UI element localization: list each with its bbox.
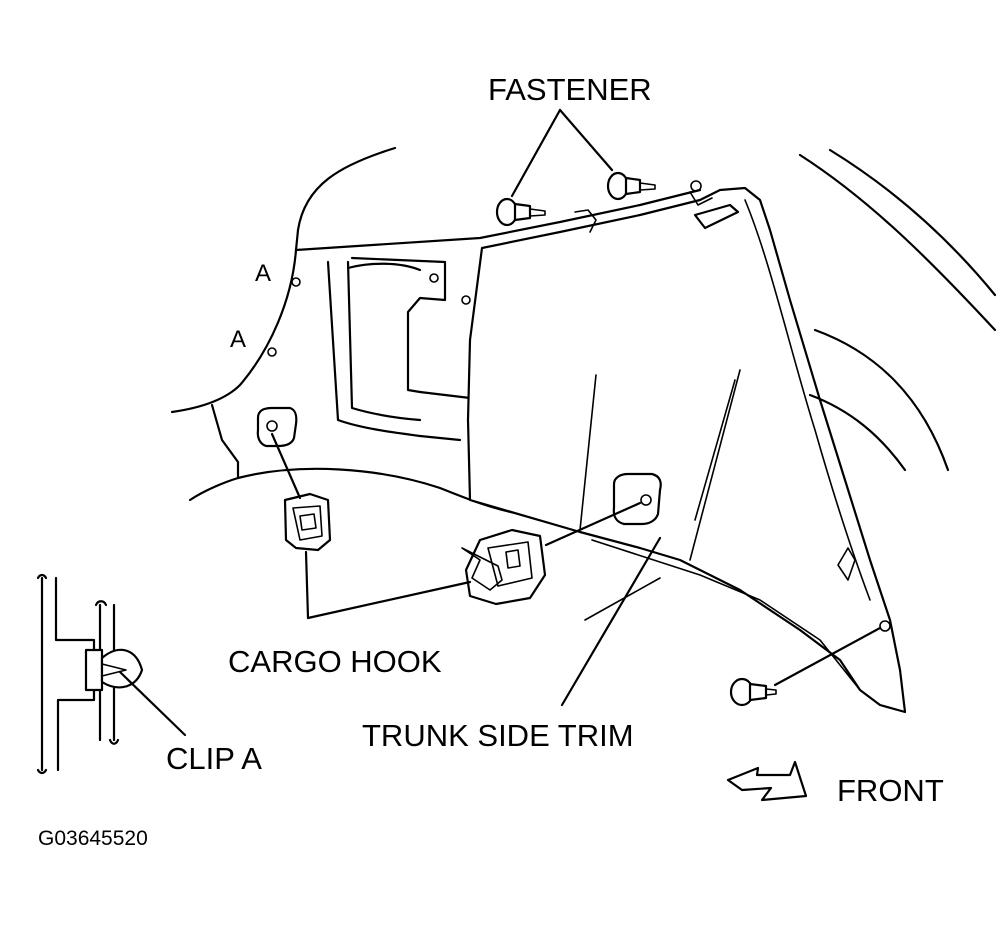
clip-a-marks [267,277,301,357]
front-label: FRONT [837,773,944,808]
trunk-side-trim-panel [429,186,907,714]
trunk-side-trim-leader [560,536,662,707]
upper-clip-bracket [574,180,740,233]
front-arrow-icon [726,760,808,802]
cargo-hook-socket-left [256,406,298,448]
clip-a-label: CLIP A [166,741,262,776]
cargo-hook-label: CARGO HOOK [228,644,442,679]
figure-code: G03645520 [38,827,148,850]
wheel-arch-lines [584,148,997,621]
point-a-upper-label: A [255,260,272,287]
trunk-side-trim-label: TRUNK SIDE TRIM [362,718,634,753]
clip-a-detail [36,573,187,775]
cargo-hook-right [461,528,547,606]
cargo-hook-left [283,492,332,552]
fastener-label: FASTENER [488,72,652,107]
fastener-lower-right [729,620,891,707]
fastener-leaders [510,108,882,687]
point-a-lower-label: A [230,326,247,353]
cargo-hook-socket-right [612,472,662,526]
fastener-upper-left [495,197,546,227]
fastener-upper-right [606,171,656,201]
cargo-hook-leaders [270,432,642,620]
inner-recess [326,256,472,442]
